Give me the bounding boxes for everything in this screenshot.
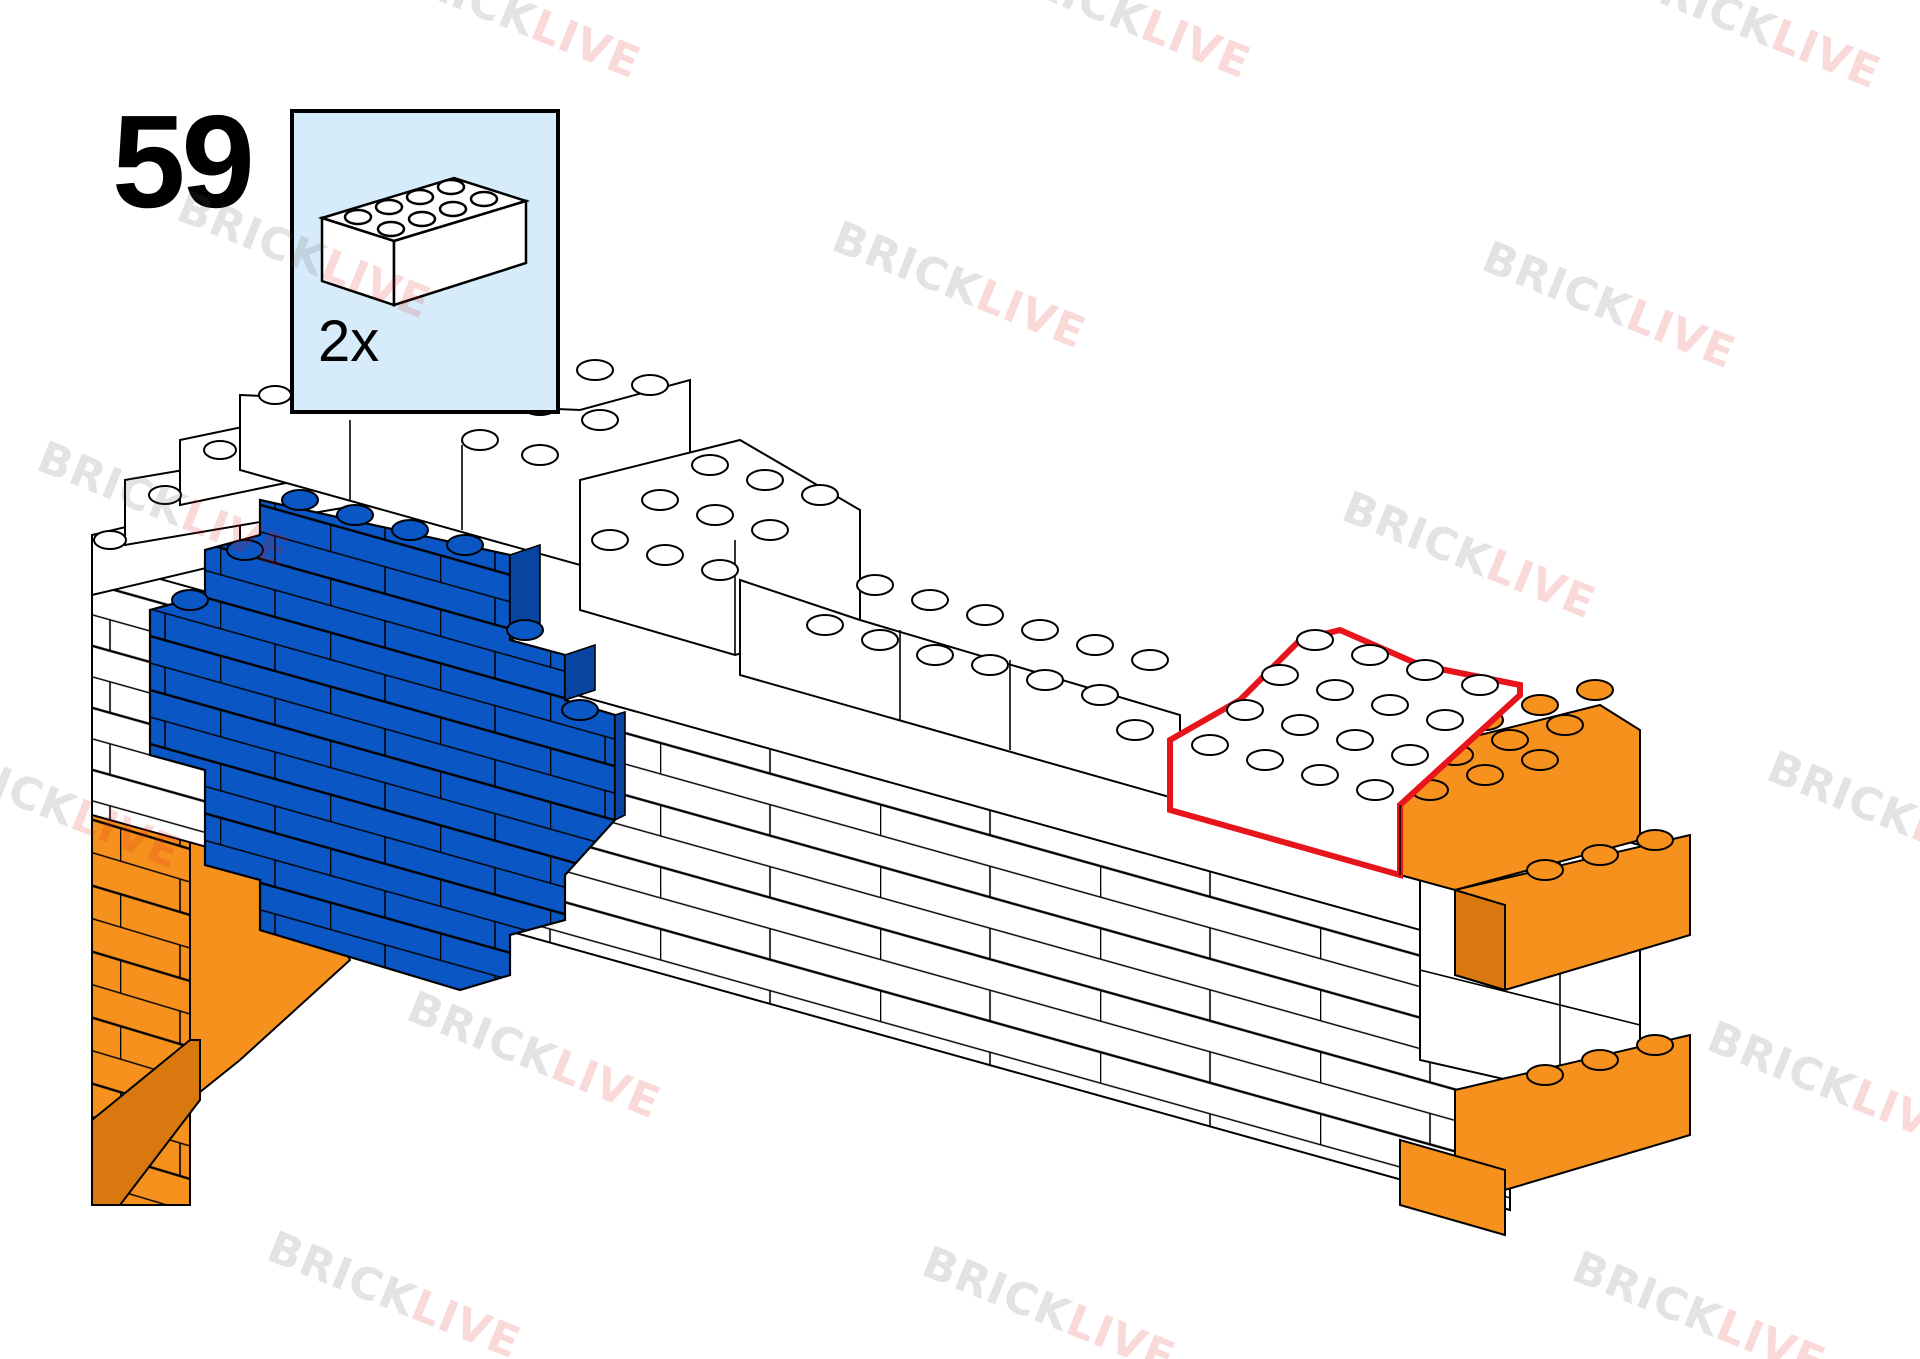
white-2x4-brick-icon — [317, 176, 531, 307]
blue-brick-studs — [171, 489, 599, 721]
new-brick-highlight — [1167, 626, 1523, 879]
parts-callout: 2x — [290, 109, 560, 414]
part-quantity: 2x — [318, 309, 380, 374]
white-upper-bricks — [91, 378, 1181, 802]
step-number: 59 — [112, 88, 255, 235]
new-brick-studs — [1191, 629, 1499, 801]
orange-brick-studs — [1411, 679, 1674, 1086]
